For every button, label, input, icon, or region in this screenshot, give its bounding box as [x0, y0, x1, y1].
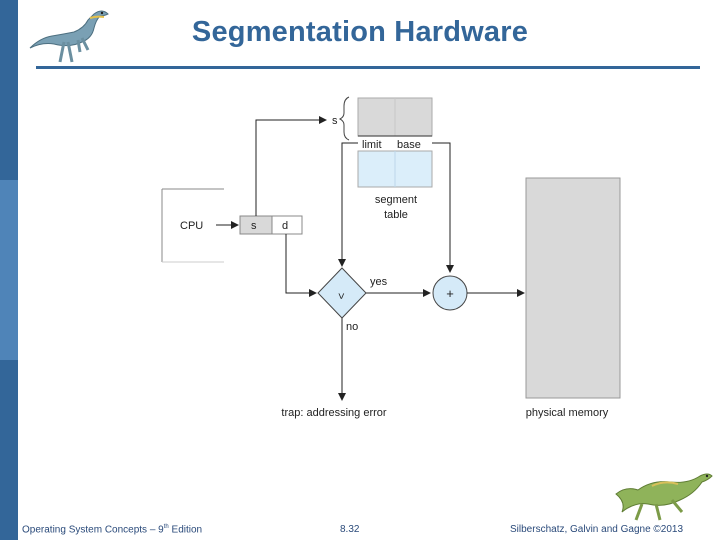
- footer-authors: Silberschatz, Galvin and Gagne ©2013: [510, 524, 684, 535]
- address-s-label: s: [251, 220, 257, 232]
- segment-table-label-line2: table: [384, 209, 408, 221]
- offset-to-comparator-arrow: [285, 234, 317, 297]
- yes-label: yes: [370, 276, 388, 288]
- footer-book-title-suffix: Edition: [168, 524, 203, 536]
- base-to-adder-arrow: [432, 142, 454, 273]
- cpu-box: [161, 188, 224, 263]
- segment-table-label-line1: segment: [375, 194, 417, 206]
- footer-book-title-prefix: Operating System Concepts – 9: [22, 524, 164, 536]
- sidebar-block-middle: [0, 180, 18, 360]
- dinosaur-logo-icon: [29, 10, 109, 63]
- footer-page-number: 8.32: [340, 524, 360, 535]
- sidebar-block-bottom: [0, 360, 18, 540]
- slide-sidebar: [0, 0, 18, 540]
- address-d-field: [271, 215, 303, 235]
- footer-book-title-sup: th: [163, 524, 169, 530]
- limit-label: limit: [362, 139, 382, 151]
- segment-index-brace: [338, 96, 350, 141]
- sidebar-block-top: [0, 0, 18, 180]
- physical-memory-label: physical memory: [526, 407, 609, 419]
- adder-symbol: +: [446, 286, 454, 301]
- address-d-label: d: [282, 220, 288, 232]
- physical-memory-block: [525, 177, 621, 399]
- base-label: base: [397, 139, 421, 151]
- title-underline: [36, 66, 700, 69]
- segment-index-arrow: [255, 116, 327, 216]
- no-label: no: [346, 321, 358, 333]
- dinosaur-footer-icon: [615, 473, 713, 521]
- limit-to-comparator-arrow: [338, 142, 358, 267]
- slide-title: Segmentation Hardware: [191, 16, 529, 48]
- cpu-label: CPU: [180, 220, 203, 232]
- trap-label: trap: addressing error: [281, 407, 386, 419]
- segment-index-label: s: [332, 115, 338, 127]
- footer-book-title: Operating System Concepts – 9th Edition: [22, 524, 202, 535]
- comparator-symbol: <: [336, 293, 348, 299]
